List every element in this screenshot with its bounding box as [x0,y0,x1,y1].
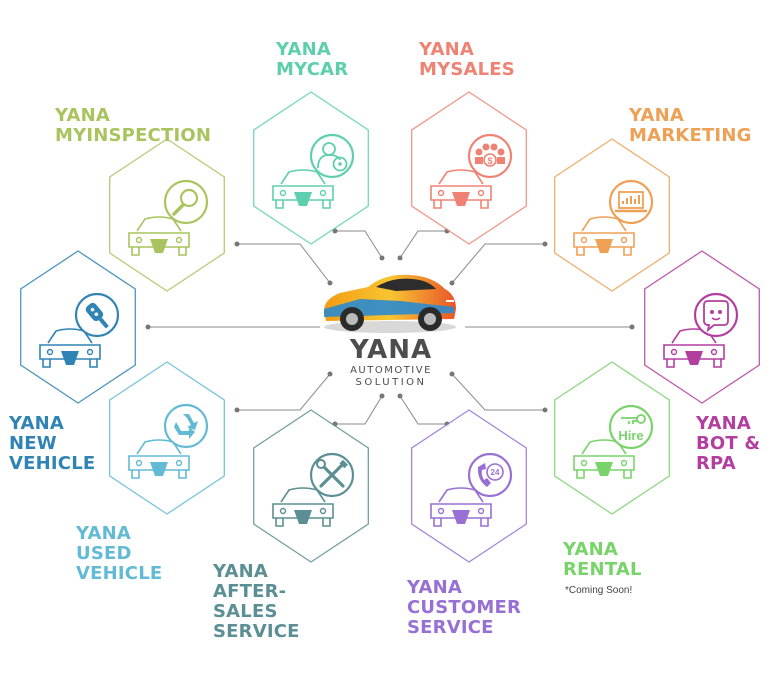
center-brand: YANA [349,335,432,365]
label-used-vehicle: YANA USED VEHICLE [76,523,163,584]
coming-soon-note: *Coming Soon! [565,585,633,596]
label-after-sales: YANA AFTER- SALES SERVICE [213,561,300,642]
user-steering-wheel-icon [309,133,355,179]
hexagon-marketing [554,138,670,292]
badge-24-text: 24 [491,468,500,477]
connector-lines [148,230,632,425]
hexagon-used [109,361,225,515]
wrench-screwdriver-icon [309,452,355,498]
label-marketing: YANA MARKETING [629,105,752,146]
phone-24-icon: 24 [467,452,513,498]
svg-text:$: $ [487,156,492,166]
recycle-icon [163,403,209,449]
hire-text: Hire [618,428,643,443]
label-mysales: YANA MYSALES [419,39,515,80]
magnifier-icon [163,179,209,225]
robot-chat-icon [693,292,739,338]
label-new-vehicle: YANA NEW VEHICLE [9,413,96,474]
connector-dots [145,228,635,427]
hire-key-icon: Hire [608,404,654,450]
hexagon-aftersales [253,409,369,563]
hexagon-inspection [109,138,225,292]
hexagon-mysales [411,91,527,245]
label-customer-service: YANA CUSTOMER SERVICE [407,577,522,638]
label-bot-rpa: YANA BOT & RPA [696,413,761,474]
center-car-image [324,274,456,333]
laptop-chart-icon [608,179,654,225]
label-rental: YANA RENTAL [563,539,642,580]
label-mycar: YANA MYCAR [276,39,349,80]
center-line2: SOLUTION [355,377,426,388]
hexagon-newvehicle [20,250,136,404]
label-myinspection: YANA MYINSPECTION [55,105,212,146]
hexagon-mycar [253,91,369,245]
hexagon-customer [411,409,527,563]
people-dollar-icon: $ [467,133,513,179]
center-line1: AUTOMOTIVE [350,365,432,376]
car-key-icon [74,292,120,338]
